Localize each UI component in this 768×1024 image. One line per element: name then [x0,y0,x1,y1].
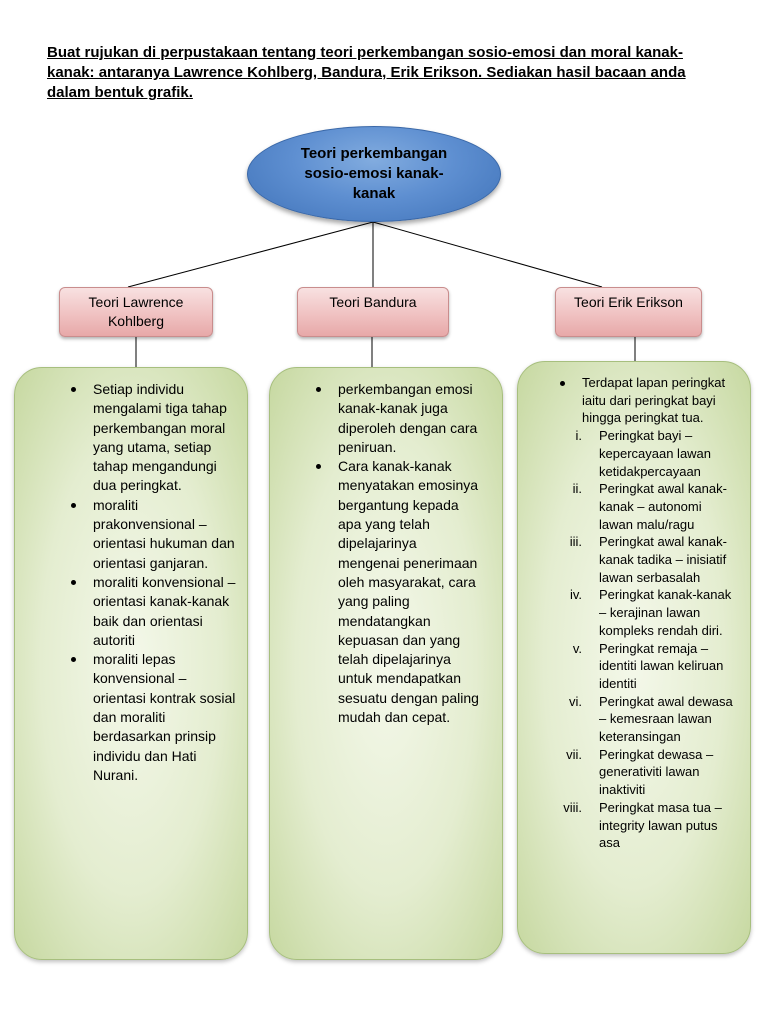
stage-text: Peringkat kanak-kanak – kerajinan lawan … [599,587,732,638]
erikson-point-list: Terdapat lapan peringkat iaitu dari peri… [556,374,734,427]
bandura-point: perkembangan emosi kanak-kanak juga dipe… [312,380,480,457]
stage-text: Peringkat masa tua – integrity lawan put… [599,799,722,851]
stage-text: Peringkat awal dewasa – kemesraan lawan … [599,693,733,745]
panel-erikson: Terdapat lapan peringkat iaitu dari peri… [517,361,751,954]
bandura-point: Cara kanak-kanak menyatakan emosinya ber… [312,457,480,727]
connector-root-kohlberg [127,221,374,288]
theory-title-erikson: Teori Erik Erikson [574,294,683,310]
erikson-stage: iv. Peringkat kanak-kanak – kerajinan la… [556,586,734,639]
stage-number: iii. [569,534,582,550]
stage-text: Peringkat awal kanak-kanak tadika – inis… [599,534,727,585]
stage-text: Peringkat bayi – kepercayaan lawan ketid… [599,428,712,479]
kohlberg-point: moraliti lepas konvensional – orientasi … [67,650,237,785]
kohlberg-point-list: Setiap individu mengalami tiga tahap per… [67,380,237,785]
stage-number: ii. [572,481,582,497]
stage-number: v. [572,640,582,656]
erikson-stage: vii. Peringkat dewasa – generativiti law… [556,746,734,799]
erikson-point: Terdapat lapan peringkat iaitu dari peri… [556,374,734,427]
stage-number: vi. [569,693,582,709]
erikson-stage: viii. Peringkat masa tua – integrity law… [556,799,734,852]
stage-number: vii. [566,746,582,762]
root-ellipse: Teori perkembangan sosio-emosi kanak-kan… [247,126,501,222]
erikson-stage: vi. Peringkat awal dewasa – kemesraan la… [556,693,734,746]
bandura-point-list: perkembangan emosi kanak-kanak juga dipe… [312,380,480,727]
instruction-heading: Buat rujukan di perpustakaan tentang teo… [47,44,686,101]
stage-text: Peringkat awal kanak-kanak – autonomi la… [599,481,727,532]
stage-text: Peringkat dewasa – generativiti lawan in… [599,746,714,798]
theory-box-bandura: Teori Bandura [297,287,449,337]
erikson-stage: ii. Peringkat awal kanak-kanak – autonom… [556,480,734,533]
connector-root-erikson [372,221,603,288]
panel-kohlberg: Setiap individu mengalami tiga tahap per… [14,367,248,960]
kohlberg-point: Setiap individu mengalami tiga tahap per… [67,380,237,496]
kohlberg-point: moraliti konvensional – orientasi kanak-… [67,573,237,650]
theory-title-kohlberg: Teori Lawrence Kohlberg [88,294,184,329]
theory-box-erikson: Teori Erik Erikson [555,287,702,337]
stage-number: iv. [569,587,582,603]
stage-number: viii. [563,799,582,815]
panel-bandura: perkembangan emosi kanak-kanak juga dipe… [269,367,503,960]
root-label: Teori perkembangan sosio-emosi kanak-kan… [300,145,448,202]
kohlberg-point: moraliti prakonvensional – orientasi huk… [67,496,237,573]
erikson-stage: iii. Peringkat awal kanak-kanak tadika –… [556,533,734,586]
erikson-stage: v. Peringkat remaja – identiti lawan kel… [556,640,734,693]
stage-number: i. [575,428,583,444]
stage-text: Peringkat remaja – identiti lawan keliru… [599,640,724,691]
erikson-stage: i. Peringkat bayi – kepercayaan lawan ke… [556,427,734,480]
theory-box-kohlberg: Teori Lawrence Kohlberg [59,287,213,337]
theory-title-bandura: Teori Bandura [329,294,417,310]
